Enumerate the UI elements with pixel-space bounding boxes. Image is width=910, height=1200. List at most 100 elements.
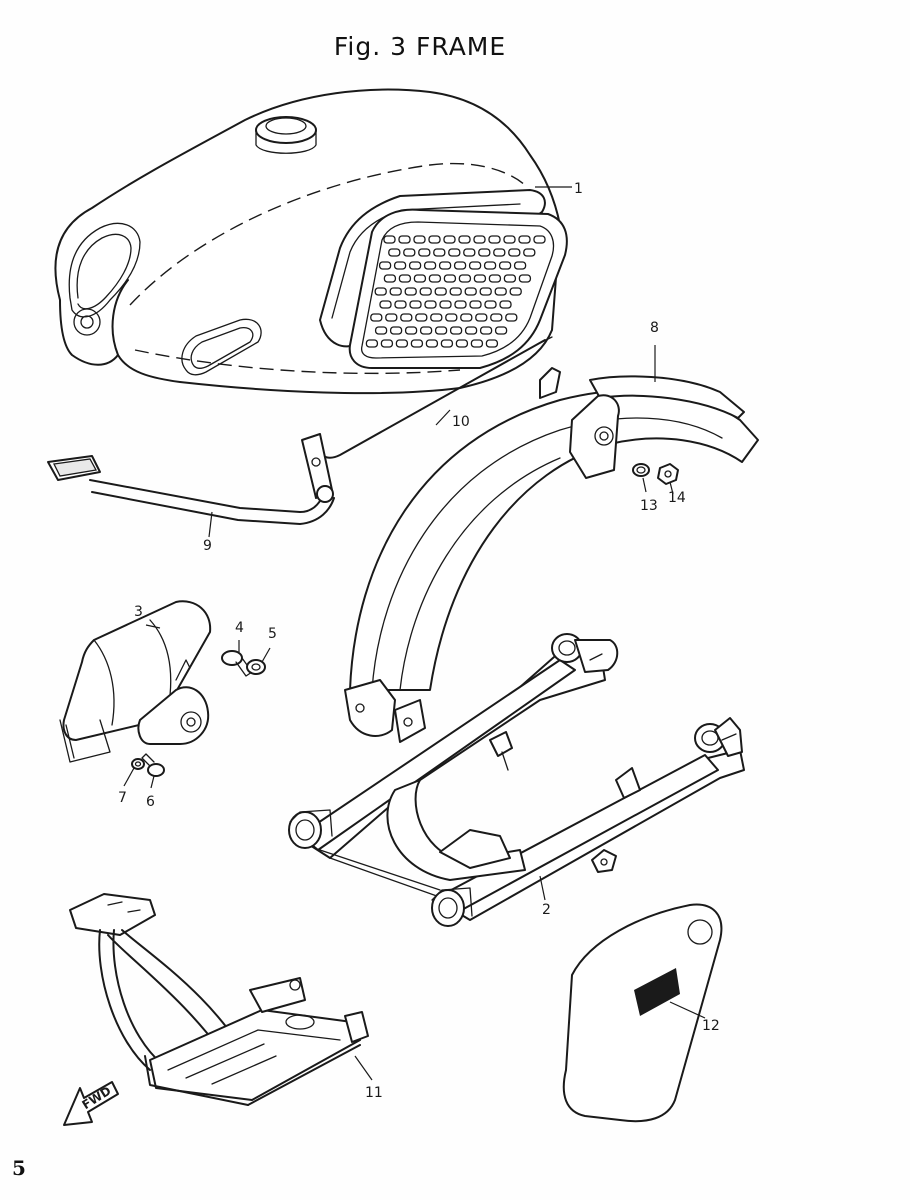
grille-cell xyxy=(418,248,431,257)
grille-cell xyxy=(468,261,482,270)
grille-cell xyxy=(379,300,392,309)
grille-cell xyxy=(464,287,477,296)
grille-cell xyxy=(398,274,412,283)
washer-5-drawing xyxy=(246,659,266,675)
grille-cell xyxy=(508,248,521,257)
grille-cell xyxy=(404,287,417,296)
grille-cell xyxy=(389,326,403,335)
grille-cell xyxy=(494,287,507,296)
grille-cell xyxy=(443,235,456,244)
grille-cell xyxy=(443,274,457,283)
callout-3: 3 xyxy=(134,604,143,620)
callout-7: 7 xyxy=(118,790,127,806)
grille-cell xyxy=(428,235,441,244)
grille-cell xyxy=(445,313,458,322)
grille-cell xyxy=(460,313,473,322)
grille-cell xyxy=(473,274,487,283)
grille-cell xyxy=(385,313,398,322)
grille-cell xyxy=(494,326,508,335)
grille-cell xyxy=(409,300,422,309)
callout-10: 10 xyxy=(452,414,470,430)
grille-cell xyxy=(388,248,401,257)
grille-cell xyxy=(485,339,499,348)
grille-cell xyxy=(398,235,411,244)
page-number: 5 xyxy=(12,1156,26,1180)
grille-cell xyxy=(383,274,397,283)
grille-cell xyxy=(453,261,467,270)
grille-cell xyxy=(393,261,407,270)
engine-guard-drawing xyxy=(69,893,369,1106)
grille-cell xyxy=(404,326,418,335)
grille-cell xyxy=(448,248,461,257)
callout-6: 6 xyxy=(146,794,155,810)
grille-cell xyxy=(433,248,446,257)
figure-title: Fig. 3 FRAME xyxy=(333,32,507,61)
grille-cell xyxy=(423,261,437,270)
collar-and-nut-drawing xyxy=(632,463,679,485)
grille-cell xyxy=(490,313,503,322)
fuel-tank-drawing xyxy=(54,88,568,395)
callout-numbers: 1 2 3 4 5 6 7 8 9 10 11 12 13 14 xyxy=(118,181,720,1101)
grille-cell xyxy=(505,313,518,322)
grille-cell xyxy=(513,261,527,270)
callout-14: 14 xyxy=(668,490,686,506)
grille-cell xyxy=(383,235,396,244)
callout-4: 4 xyxy=(235,620,244,636)
side-cover-drawing xyxy=(562,903,723,1123)
grille-cell xyxy=(475,313,488,322)
grille-cell xyxy=(523,248,536,257)
grille-cell xyxy=(394,300,407,309)
washer-7-drawing xyxy=(131,758,145,770)
callout-2: 2 xyxy=(542,902,551,918)
grille-cell xyxy=(419,287,432,296)
grille-cell xyxy=(518,274,532,283)
forward-direction-arrow: FWD xyxy=(63,1081,119,1126)
grille-cell xyxy=(498,261,512,270)
grille-cell xyxy=(479,287,492,296)
grille-cell xyxy=(488,274,502,283)
grille-cell xyxy=(439,300,452,309)
rear-fender-drawing xyxy=(344,367,759,743)
bracket-drawing xyxy=(59,600,212,763)
grille-cell xyxy=(410,339,424,348)
grille-cell xyxy=(403,248,416,257)
grille-cell xyxy=(464,326,478,335)
grille-cell xyxy=(503,274,517,283)
grille-cell xyxy=(434,326,448,335)
grille-cell xyxy=(458,274,472,283)
grille-cell xyxy=(424,300,437,309)
grille-cell xyxy=(415,313,428,322)
callout-9: 9 xyxy=(203,538,212,554)
grille-cell xyxy=(509,287,522,296)
grille-cell xyxy=(533,235,546,244)
grille-cell xyxy=(374,326,388,335)
grille-cell xyxy=(473,235,486,244)
grille-cell xyxy=(370,313,383,322)
grille-cell xyxy=(440,339,454,348)
grille-cell xyxy=(425,339,439,348)
grille-cell xyxy=(463,248,476,257)
grille-cell xyxy=(488,235,501,244)
grille-cell xyxy=(413,235,426,244)
grille-cell xyxy=(503,235,516,244)
callout-12: 12 xyxy=(702,1018,720,1034)
callout-11: 11 xyxy=(365,1085,383,1101)
grille-cell xyxy=(455,339,469,348)
grille-cell xyxy=(470,339,484,348)
grille-cell xyxy=(413,274,427,283)
callout-1: 1 xyxy=(574,181,583,197)
grille-cell xyxy=(449,287,462,296)
grille-cell xyxy=(365,339,379,348)
grille-cell xyxy=(483,261,497,270)
grille-cell xyxy=(389,287,402,296)
grille-cell xyxy=(484,300,497,309)
grille-cell xyxy=(428,274,442,283)
grille-cell xyxy=(419,326,433,335)
callout-8: 8 xyxy=(650,320,659,336)
swing-arm-frame-drawing xyxy=(288,633,745,927)
grille-cell xyxy=(449,326,463,335)
grille-cell xyxy=(499,300,512,309)
bolt-6-drawing xyxy=(141,753,165,777)
